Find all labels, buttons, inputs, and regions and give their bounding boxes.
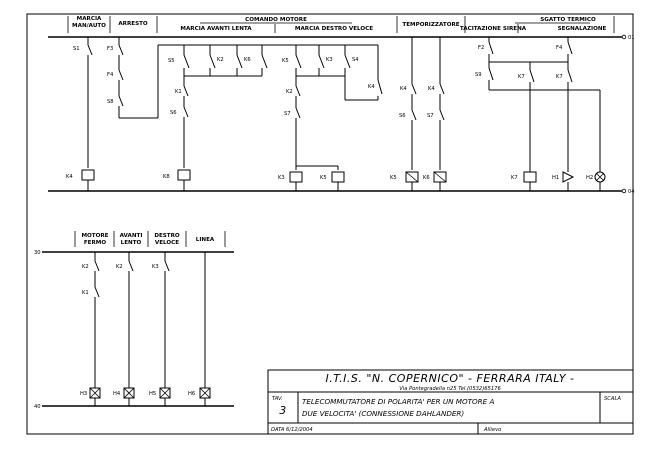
coil-label-2: K3 [278,175,285,181]
header-manual-auto-1: MARCIA [77,16,102,22]
label-k7-b: K7 [556,74,563,80]
label-f4-thermal: F4 [556,45,563,51]
lower-contact-1: K1 [82,290,89,296]
header-fast-right: MARCIA DESTRO VELOCE [295,26,373,32]
label-k2: K2 [217,57,224,63]
title-description-1: TELECOMMUTATORE DI POLARITA' PER UN MOTO… [302,397,494,406]
lower-wiring [94,252,206,406]
header-right-fast-1: DESTRO [154,233,180,239]
title-table-number: 3 [279,404,287,417]
title-school: I.T.I.S. "N. COPERNICO" - FERRARA ITALY … [325,372,574,385]
label-k6: K6 [244,57,251,63]
header-manual-auto-2: MAN/AUTO [72,23,106,29]
header-signalling: SEGNALAZIONE [558,26,607,32]
lower-lamps [89,387,211,399]
label-f4: F4 [107,72,114,78]
label-k1: K1 [175,89,182,95]
lower-rail-label-bottom: 40 [34,404,41,410]
header-line: LINEA [196,237,215,243]
coil-label-1: K8 [163,174,170,180]
title-date: DATA 6/12/2004 [271,427,313,433]
title-block: I.T.I.S. "N. COPERNICO" - FERRARA ITALY … [267,369,634,435]
label-k7-a: K7 [518,74,525,80]
label-k2-fast: K2 [286,89,293,95]
coil-label-8: H2 [586,175,593,181]
label-s5: S5 [168,58,175,64]
upper-rail-label-top: 01 [628,35,635,41]
lower-lamp-1: H4 [113,391,121,397]
lower-contact-2: K2 [116,264,123,270]
header-stop: ARRESTO [118,21,148,27]
coil-label-5: K6 [423,175,430,181]
lower-contact-3: K3 [152,264,159,270]
title-scale-label: SCALA [604,396,621,402]
lower-rail-label-top: 30 [34,250,41,256]
header-right-fast-2: VELOCE [155,240,179,246]
coil-label-6: K7 [511,175,518,181]
lower-header-dividers [74,231,226,247]
label-k4-timer-b: K4 [428,86,435,92]
label-k3: K3 [326,57,333,63]
label-f3: F3 [107,46,113,52]
coil-label-0: K4 [66,174,73,180]
upper-diagram: MARCIA MAN/AUTO ARRESTO COMANDO MOTORE M… [48,16,635,195]
label-s4: S4 [352,57,359,63]
lower-lamp-3: H6 [188,391,195,397]
title-table-label: TAV. [272,396,283,402]
header-slow-forward: MARCIA AVANTI LENTA [180,26,252,32]
header-thermal-trip: SGATTO TERMICO [540,17,596,23]
upper-header-dividers [67,16,615,33]
header-forward-slow-1: AVANTI [120,233,143,239]
header-motor-command: COMANDO MOTORE [245,17,307,23]
label-s7-timer: S7 [427,113,434,119]
label-f2: F2 [478,45,484,51]
lower-diagram: MOTORE FERMO AVANTI LENTO DESTRO VELOCE … [34,231,234,410]
upper-wiring [87,37,601,191]
label-k4: K4 [368,84,375,90]
header-silence-siren: TACITAZIONE SIRENA [460,26,527,32]
label-s8: S8 [107,99,114,105]
label-s1: S1 [73,46,80,52]
upper-coils: K4 K8 K3 K5 K5 K6 K7 H1 H2 [66,169,606,183]
title-address: Via Pontegradella n25 Tel.(0532)65176 [399,386,501,392]
label-s7: S7 [284,111,291,117]
title-author: Allievo [483,427,501,433]
lower-lamp-2: H5 [149,391,156,397]
label-k4-timer-a: K4 [400,86,407,92]
upper-contacts [87,41,573,121]
label-k5: K5 [282,58,289,64]
lower-contact-0: K2 [82,264,89,270]
coil-label-7: H1 [552,175,559,181]
label-s9: S9 [475,72,482,78]
lower-lamp-0: H3 [80,391,87,397]
upper-rail-label-bottom: 04 [628,189,635,195]
label-s6-timer: S6 [399,113,406,119]
drawing-frame [26,13,634,435]
title-description-2: DUE VELOCITA' (CONNESSIONE DAHLANDER) [302,409,464,418]
header-forward-slow-2: LENTO [121,240,142,246]
header-motor-stop-2: FERMO [84,240,107,246]
coil-label-3: K5 [320,175,327,181]
header-timers: TEMPORIZZATORE [402,22,459,28]
coil-label-4: K5 [390,175,397,181]
header-motor-stop-1: MOTORE [81,233,108,239]
label-s6: S6 [170,110,177,116]
